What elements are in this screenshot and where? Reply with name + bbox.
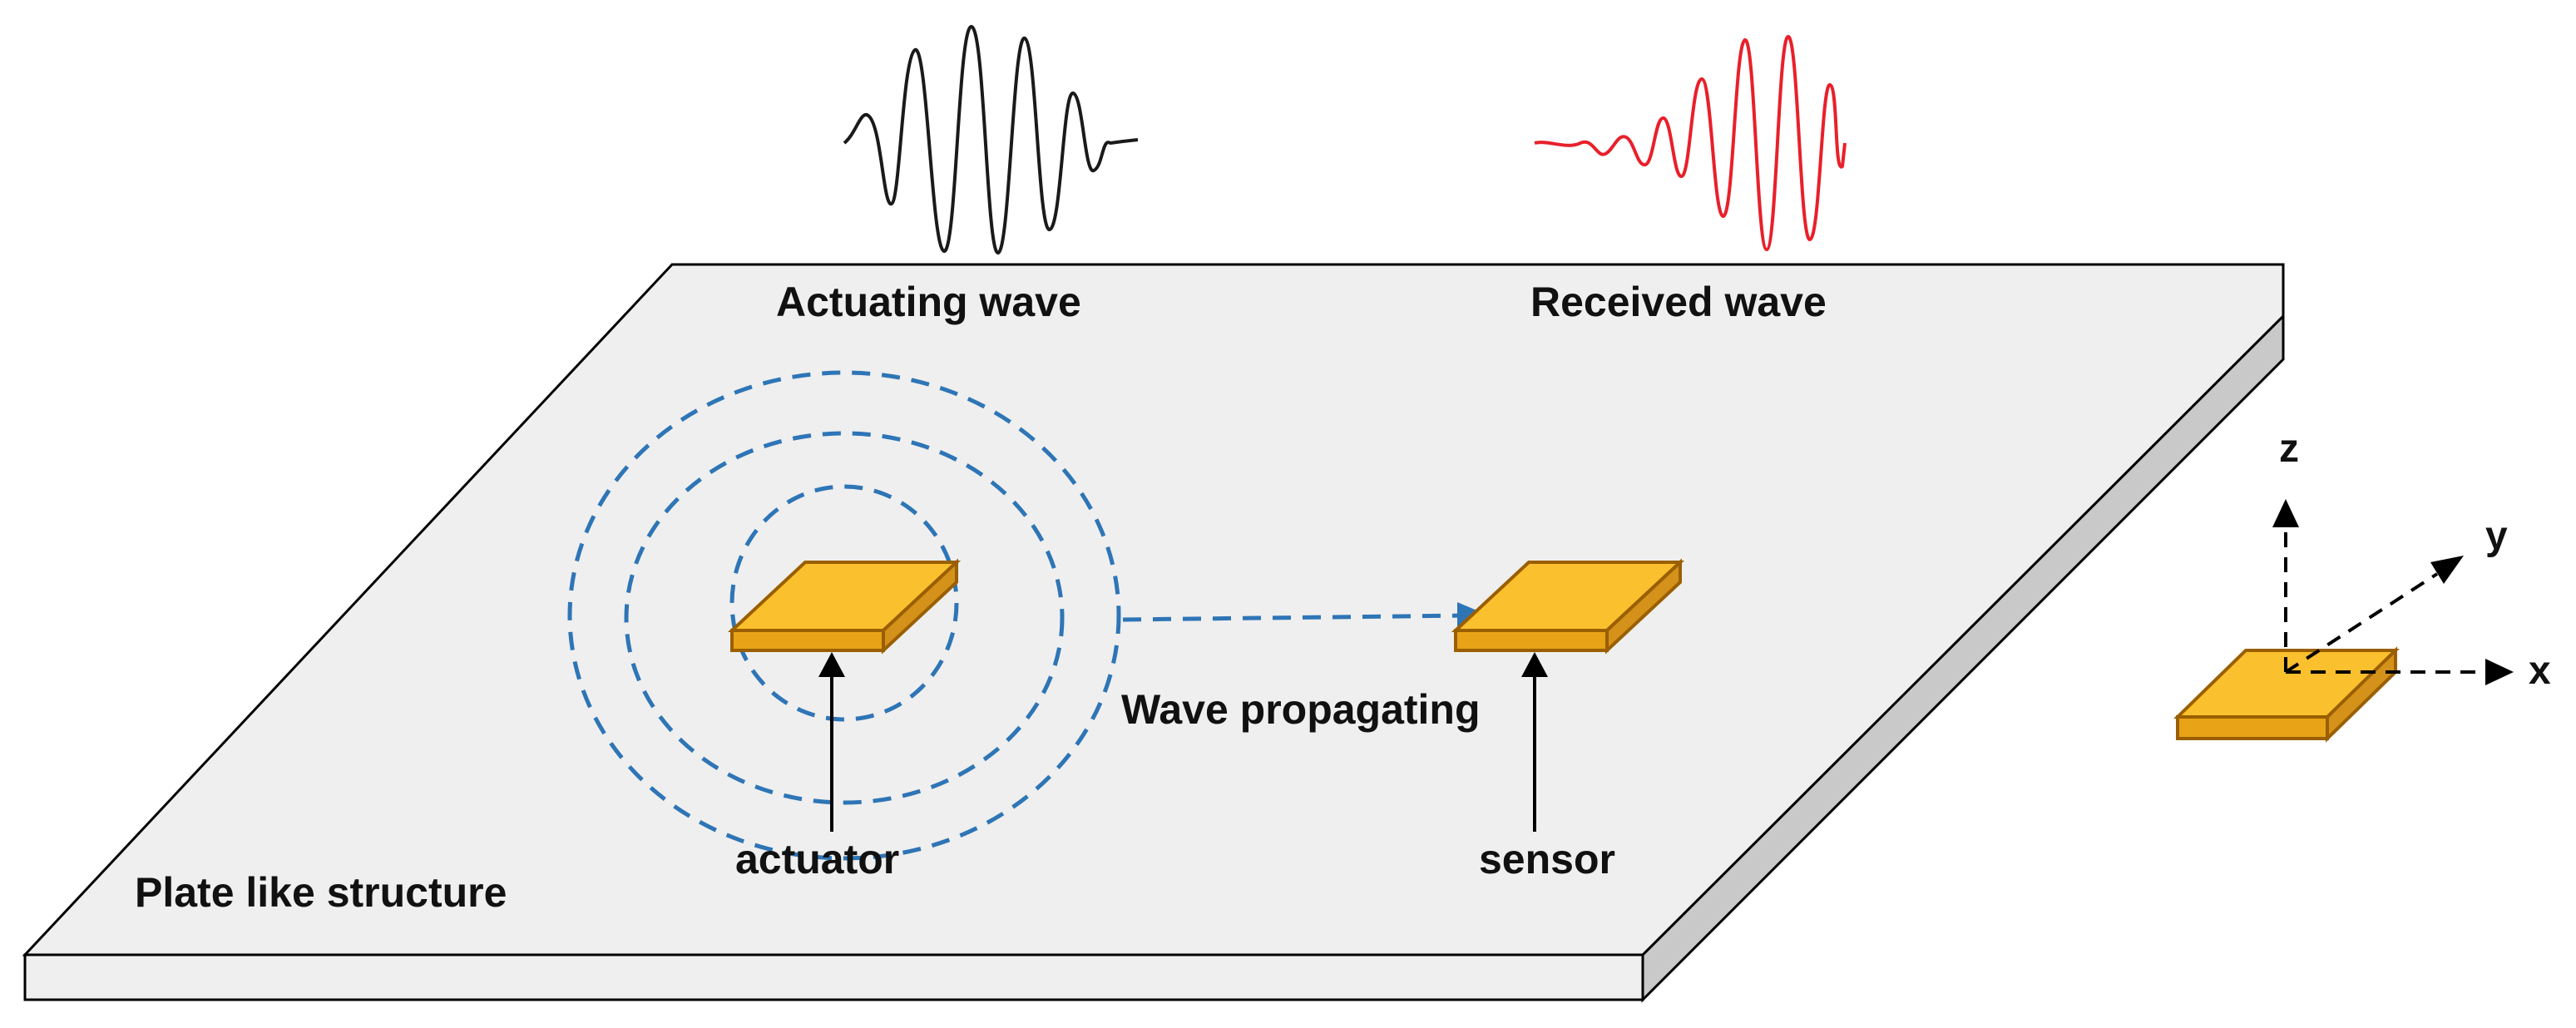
wave-propagating-label: Wave propagating xyxy=(1121,686,1481,733)
actuating-wave-label: Actuating wave xyxy=(776,279,1081,325)
actuator-patch xyxy=(727,558,962,655)
ripple-middle xyxy=(624,431,1065,805)
received-wave-label: Received wave xyxy=(1530,279,1827,325)
actuator-pointer-arrow xyxy=(818,652,845,832)
coordinate-patch xyxy=(2173,646,2400,743)
coordinate-system: z y x xyxy=(2173,427,2551,743)
sensor-label: sensor xyxy=(1479,836,1615,882)
received-wave-signal xyxy=(1534,34,1847,251)
plate xyxy=(22,263,2285,1003)
z-axis-arrow xyxy=(2272,499,2299,672)
sensor-pointer-arrow xyxy=(1521,652,1548,832)
y-axis-arrow xyxy=(2284,556,2464,674)
plate-label: Plate like structure xyxy=(135,869,507,916)
sensor-patch xyxy=(1451,558,1685,655)
x-axis-label: x xyxy=(2529,649,2551,693)
y-axis-label: y xyxy=(2485,514,2508,558)
actuating-wave-signal xyxy=(843,24,1139,255)
actuator-label: actuator xyxy=(735,836,899,882)
ripple-inner xyxy=(729,484,959,722)
z-axis-label: z xyxy=(2279,427,2299,471)
plate-top-face xyxy=(22,263,2285,956)
plate-front-face xyxy=(23,953,1644,1001)
wave-ripples xyxy=(567,370,1121,861)
ripple-outer xyxy=(567,370,1121,861)
x-axis-arrow xyxy=(2286,659,2514,685)
